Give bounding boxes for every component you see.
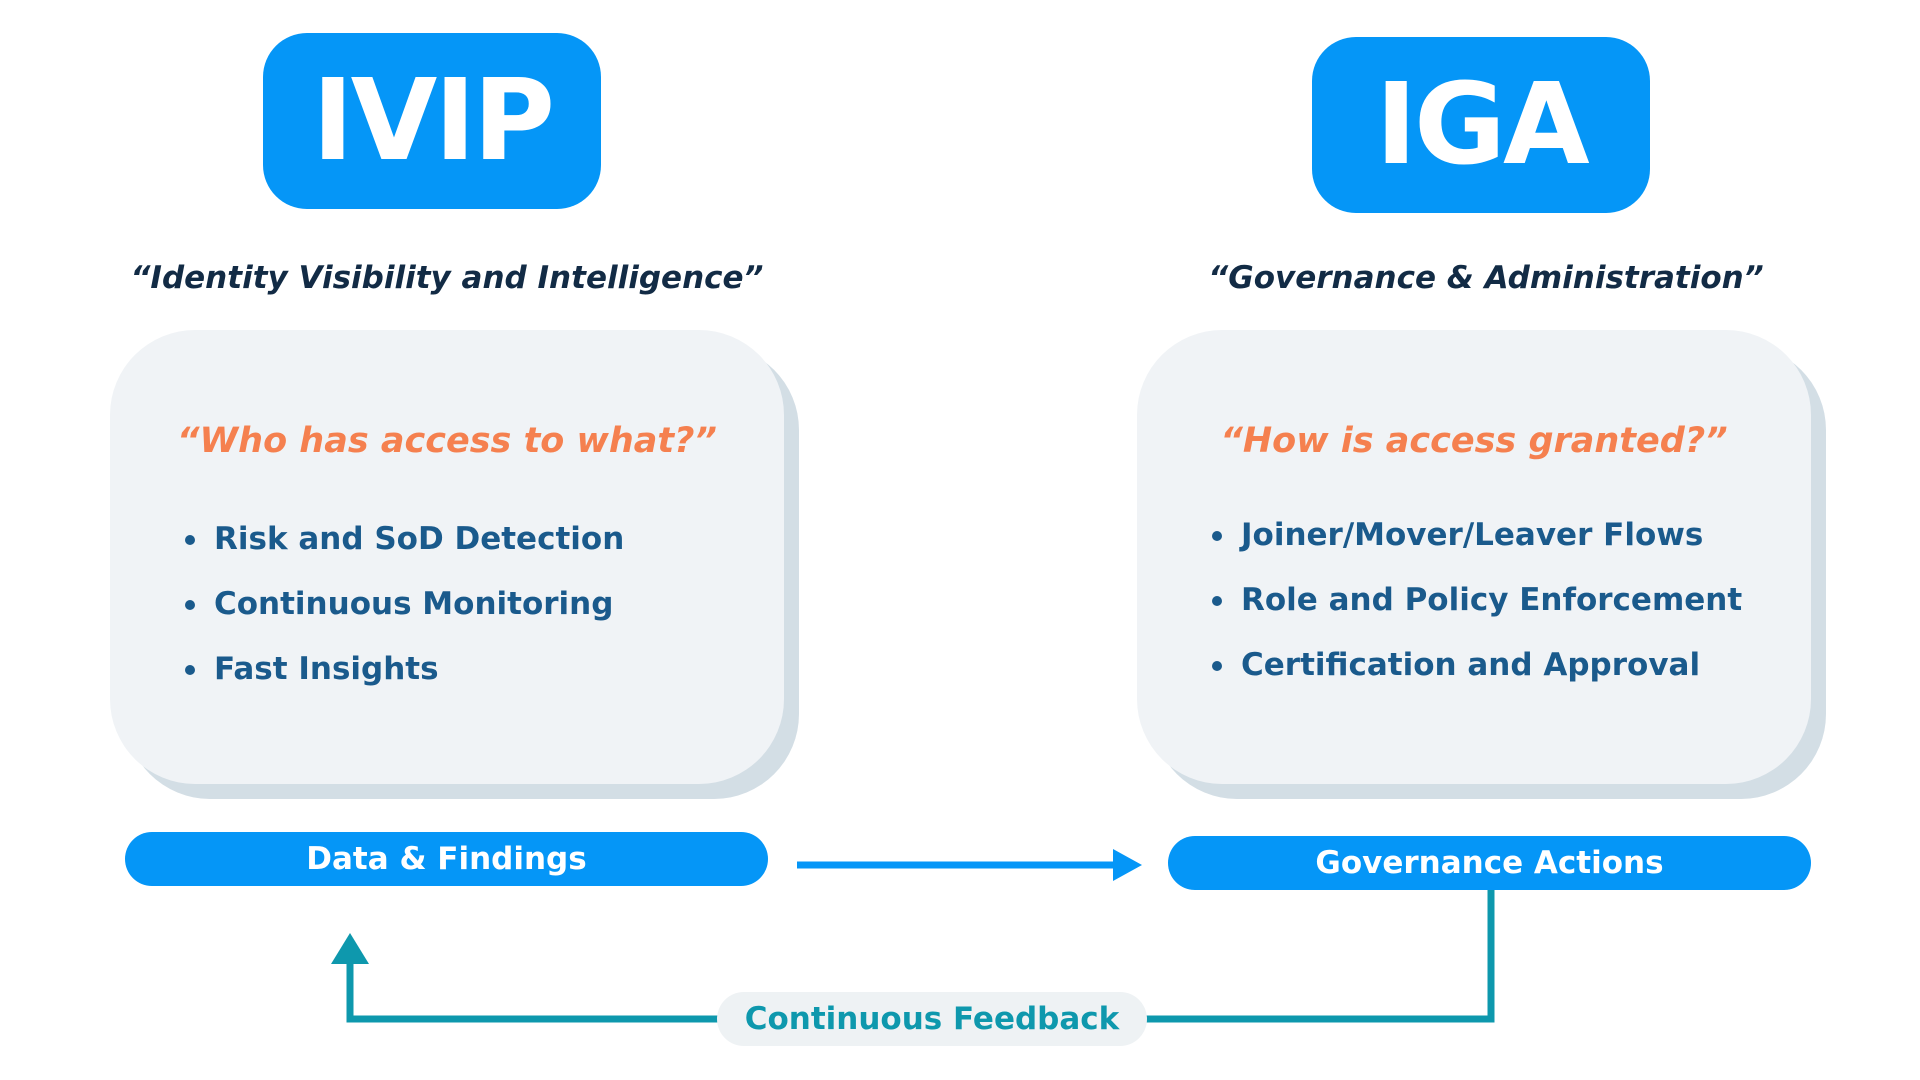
iga-subtitle: “Governance & Administration” <box>1208 260 1764 296</box>
feedback-arrow-head <box>331 933 369 964</box>
iga-question: “How is access granted?” <box>1220 421 1728 461</box>
ivip-bullet-list: Risk and SoD Detection Continuous Monito… <box>182 507 624 702</box>
ivip-card: “Who has access to what?” Risk and SoD D… <box>110 330 784 784</box>
iga-badge: IGA <box>1312 37 1650 213</box>
ivip-badge: IVIP <box>263 33 601 209</box>
ivip-bullet-item: Risk and SoD Detection <box>182 507 624 572</box>
ivip-bullet-item: Continuous Monitoring <box>182 572 624 637</box>
ivip-subtitle: “Identity Visibility and Intelligence” <box>130 260 764 296</box>
iga-bullet-item: Role and Policy Enforcement <box>1209 568 1742 633</box>
iga-bullet-list: Joiner/Mover/Leaver Flows Role and Polic… <box>1209 503 1742 698</box>
iga-bullet-item: Certification and Approval <box>1209 633 1742 698</box>
flow-arrow-head <box>1113 849 1142 881</box>
data-findings-pill: Data & Findings <box>125 832 768 886</box>
iga-bullet-item: Joiner/Mover/Leaver Flows <box>1209 503 1742 568</box>
iga-card: “How is access granted?” Joiner/Mover/Le… <box>1137 330 1811 784</box>
ivip-bullet-item: Fast Insights <box>182 637 624 702</box>
continuous-feedback-label: Continuous Feedback <box>717 992 1147 1046</box>
ivip-question: “Who has access to what?” <box>177 421 717 461</box>
governance-actions-pill: Governance Actions <box>1168 836 1811 890</box>
